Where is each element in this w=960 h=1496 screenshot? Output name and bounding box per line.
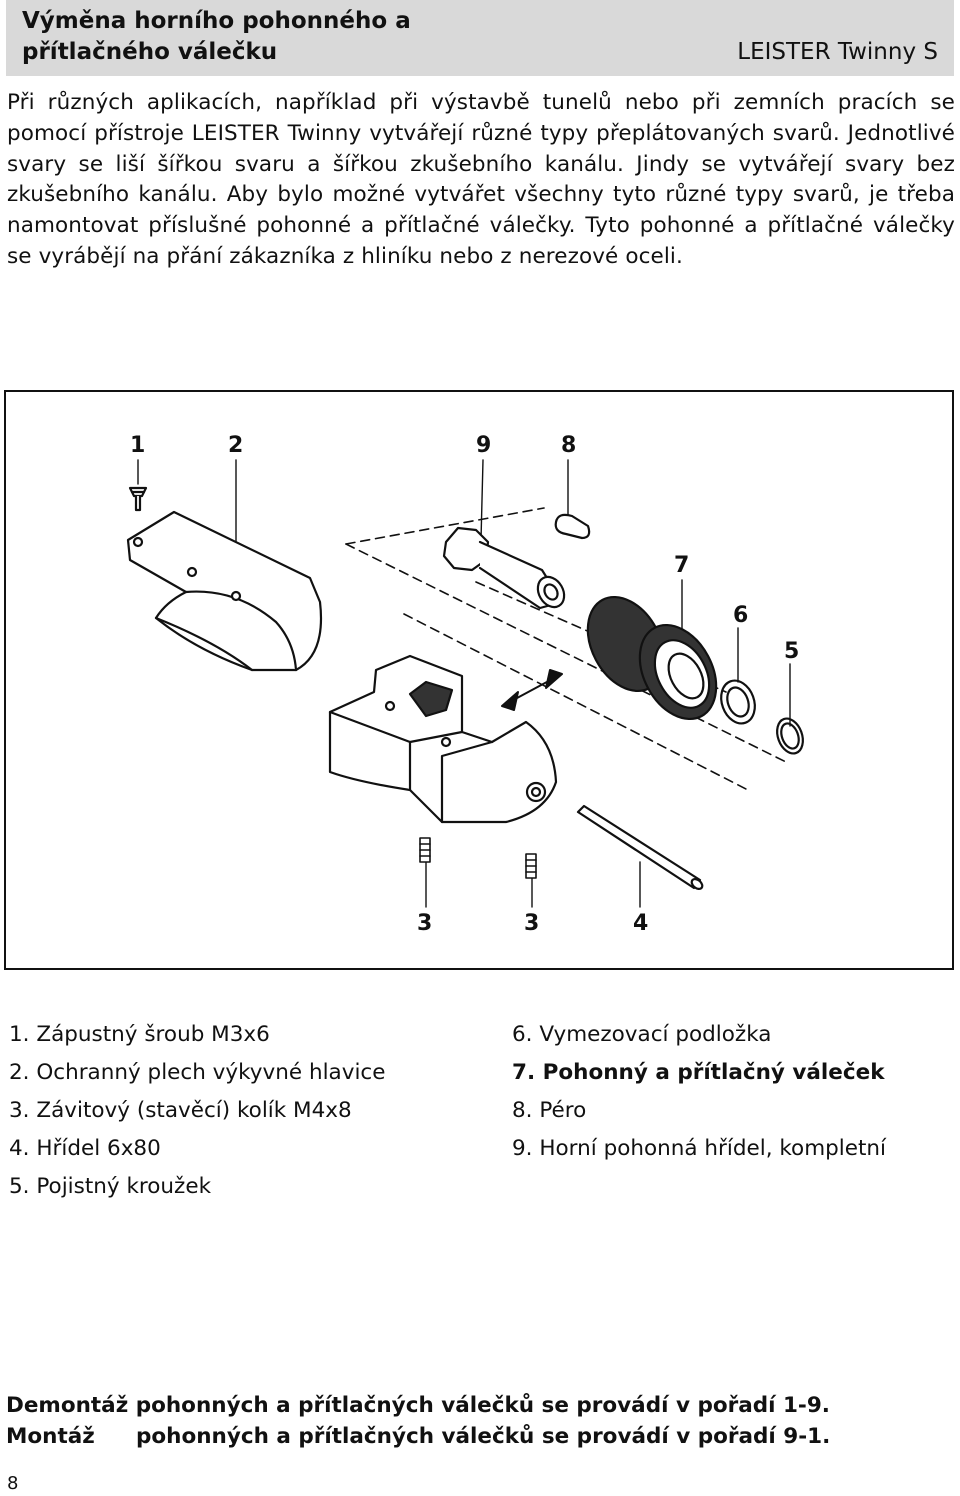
callout-7: 7 xyxy=(674,553,689,578)
section-header: Výměna horního pohonného a přítlačného v… xyxy=(6,0,954,76)
retaining-ring-drawing xyxy=(776,717,804,755)
assembly-order-line: Montáž pohonných a přítlačných válečků se… xyxy=(6,1421,830,1452)
shaft-drawing xyxy=(576,804,704,891)
set-screw-drawing xyxy=(419,837,537,879)
callout-3-right: 3 xyxy=(524,911,539,936)
drive-pressure-roller-drawing xyxy=(586,595,718,721)
exploded-view-figure: 1 2 9 8 7 6 5 3 3 4 xyxy=(4,390,954,970)
intro-paragraph: Při různých aplikacích, například při vý… xyxy=(7,90,955,269)
page-number: 8 xyxy=(7,1473,19,1494)
assembly-text: pohonných a přítlačných válečků se prová… xyxy=(136,1424,831,1449)
part-item: 2. Ochranný plech výkyvné hlavice xyxy=(9,1060,386,1085)
parts-list-left: 1. Zápustný šroub M3x6 2. Ochranný plech… xyxy=(9,1016,385,1206)
adjust-double-arrow xyxy=(501,669,563,711)
part-item: 8. Péro xyxy=(512,1098,587,1123)
swivel-head-body-drawing xyxy=(328,654,558,824)
key-drawing xyxy=(554,513,591,540)
disassembly-label: Demontáž xyxy=(6,1393,129,1418)
callout-3-left: 3 xyxy=(417,911,432,936)
protective-sheet-drawing xyxy=(126,510,323,672)
parts-list-right: 6. Vymezovací podložka 7. Pohonný a přít… xyxy=(512,1016,886,1168)
part-item: 4. Hřídel 6x80 xyxy=(9,1136,161,1161)
section-title-line1: Výměna horního pohonného a xyxy=(22,8,411,34)
callout-8: 8 xyxy=(561,433,576,458)
disassembly-text: pohonných a přítlačných válečků se prová… xyxy=(135,1393,830,1418)
assembly-order-note: Demontáž pohonných a přítlačných válečků… xyxy=(6,1390,830,1452)
part-item: 5. Pojistný kroužek xyxy=(9,1174,212,1199)
exploded-view-drawing: 1 2 9 8 7 6 5 3 3 4 xyxy=(126,433,804,936)
callout-2: 2 xyxy=(228,433,243,458)
callout-6: 6 xyxy=(733,603,748,628)
product-name: LEISTER Twinny S xyxy=(737,39,938,65)
part-item-highlighted: 7. Pohonný a přítlačný váleček xyxy=(512,1060,885,1085)
section-title-line2: přítlačného válečku xyxy=(22,39,278,65)
countersunk-screw-drawing xyxy=(128,486,148,512)
callout-5: 5 xyxy=(784,639,799,664)
spacer-washer-drawing xyxy=(720,679,756,725)
callout-9: 9 xyxy=(476,433,491,458)
callout-1: 1 xyxy=(130,433,145,458)
disassembly-order-line: Demontáž pohonných a přítlačných válečků… xyxy=(6,1390,830,1421)
callout-4: 4 xyxy=(633,911,648,936)
part-item: 6. Vymezovací podložka xyxy=(512,1022,772,1047)
part-item: 9. Horní pohonná hřídel, kompletní xyxy=(512,1136,887,1161)
assembly-label: Montáž xyxy=(6,1424,95,1449)
part-item: 3. Závitový (stavěcí) kolík M4x8 xyxy=(9,1098,352,1123)
section-title: Výměna horního pohonného a přítlačného v… xyxy=(22,6,411,68)
part-item: 1. Zápustný šroub M3x6 xyxy=(9,1022,270,1047)
upper-drive-shaft-drawing xyxy=(442,526,566,610)
